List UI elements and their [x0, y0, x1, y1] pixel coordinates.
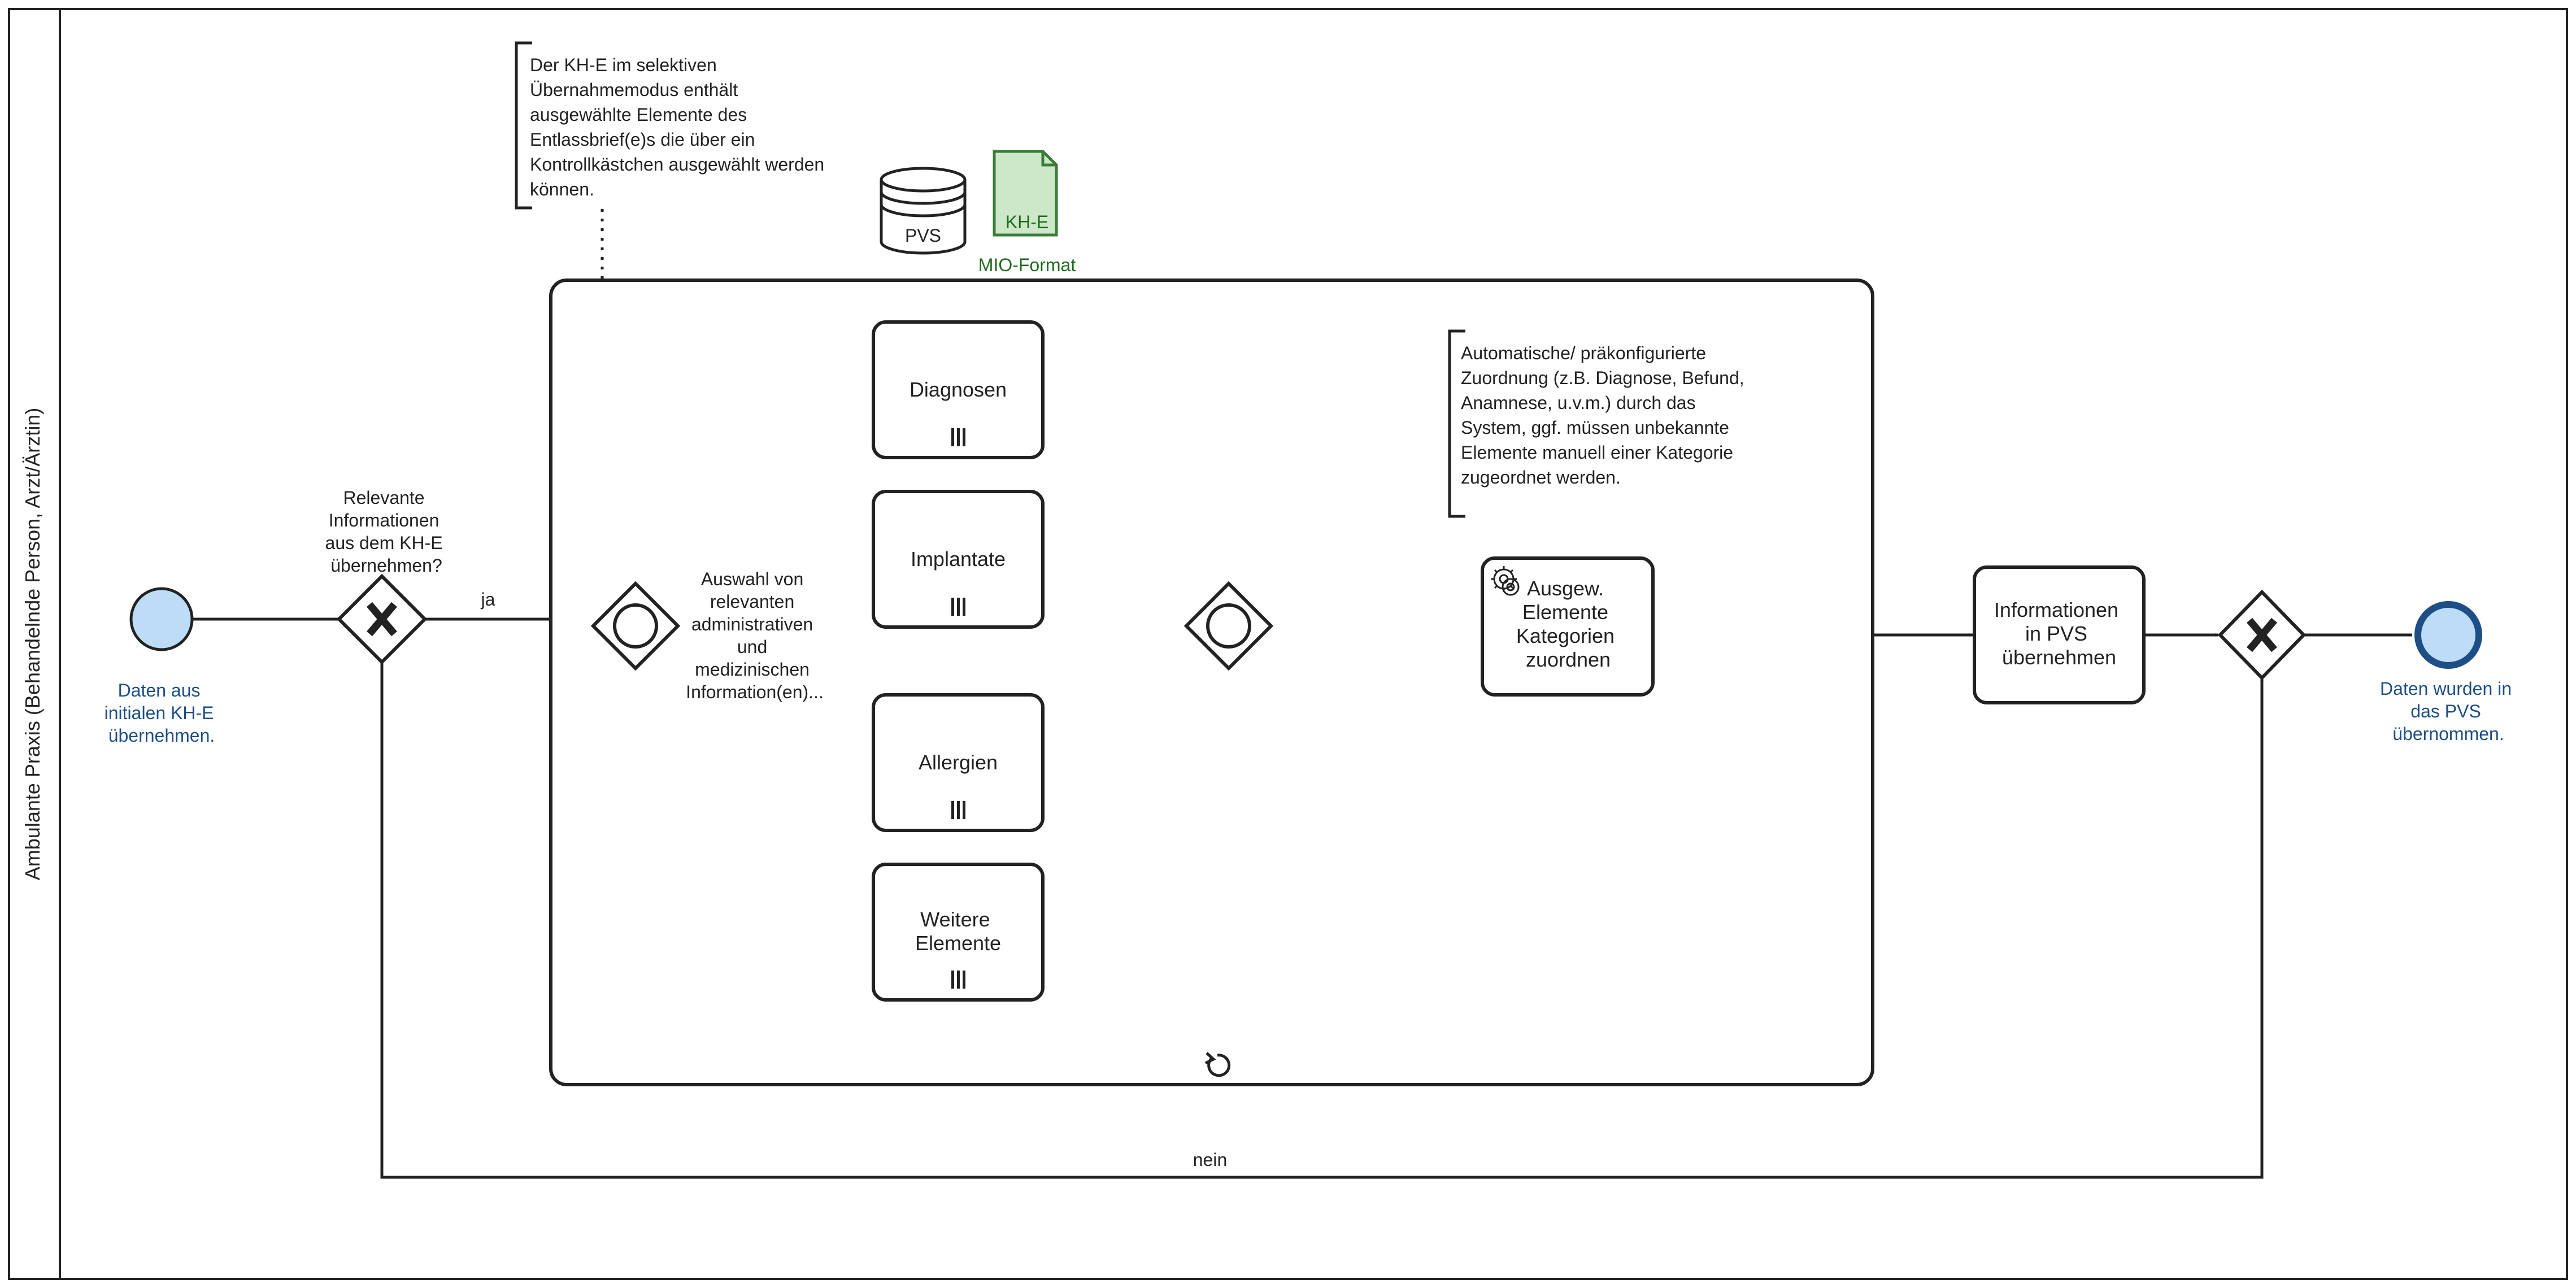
- lane-label: Ambulante Praxis (Behandelnde Person, Ar…: [21, 408, 44, 880]
- task-in-pvs-uebernehmen-label: Informationen in PVS übernehmen: [1994, 598, 2124, 669]
- start-event-label: Daten aus initialen KH-E übernehmen.: [105, 680, 219, 746]
- task-implantate[interactable]: [872, 490, 1045, 629]
- data-store-pvs[interactable]: [880, 167, 967, 255]
- multi-instance-icon: [951, 598, 965, 616]
- selection-note: Der KH-E im selektiven Übernahmemodus en…: [530, 55, 829, 199]
- x-marker-icon: [2247, 617, 2277, 652]
- end-event[interactable]: [2414, 601, 2482, 669]
- no-label: nein: [1193, 1150, 1228, 1170]
- end-event-label: Daten wurden in das PVS übernommen.: [2380, 678, 2517, 744]
- task-zuordnen-label: Ausgew. Elemente Kategorien zuordnen: [1516, 577, 1620, 671]
- task-weitere-elemente[interactable]: [872, 863, 1045, 1002]
- task-weitere-elemente-label: Weitere Elemente: [915, 908, 1001, 955]
- split-gateway-circle-icon: [613, 603, 658, 649]
- multi-instance-icon: [951, 801, 965, 819]
- split-gateway-label: Auswahl von relevanten administrativen u…: [686, 569, 824, 702]
- decision-question: Relevante Informationen aus dem KH-E übe…: [325, 488, 448, 576]
- multi-instance-icon: [951, 971, 965, 989]
- task-implantate-label: Implantate: [911, 547, 1006, 571]
- task-zuordnen[interactable]: [1481, 556, 1655, 697]
- data-object-label: KH-E: [1006, 212, 1048, 232]
- merge-gateway[interactable]: [1183, 581, 1274, 671]
- start-event[interactable]: [129, 587, 194, 651]
- data-object-kh-e[interactable]: [993, 150, 1058, 237]
- task-in-pvs-uebernehmen[interactable]: [1973, 565, 2146, 704]
- annotation-bracket: [1448, 329, 1465, 518]
- mapping-note: Automatische/ präkonfigurierte Zuordnung…: [1461, 343, 1750, 488]
- merge-gateway-circle-icon: [1206, 603, 1251, 649]
- task-diagnosen-label: Diagnosen: [910, 378, 1007, 401]
- pool-border: [8, 8, 2568, 1280]
- multi-instance-icon: [951, 428, 965, 446]
- loop-marker-icon: [1204, 1052, 1231, 1077]
- data-store-label: PVS: [905, 225, 941, 246]
- flow-no: [380, 662, 2264, 1179]
- gear-icon: [1491, 566, 1520, 596]
- task-allergien[interactable]: [872, 693, 1045, 832]
- task-diagnosen[interactable]: [872, 320, 1045, 459]
- annotation-bracket: [515, 41, 532, 210]
- split-gateway[interactable]: [590, 581, 681, 671]
- yes-label: ja: [481, 589, 495, 610]
- data-object-caption: MIO-Format: [978, 255, 1076, 275]
- x-marker-icon: [367, 602, 397, 637]
- data-object-fold-icon: [1041, 151, 1056, 167]
- task-allergien-label: Allergien: [919, 751, 998, 774]
